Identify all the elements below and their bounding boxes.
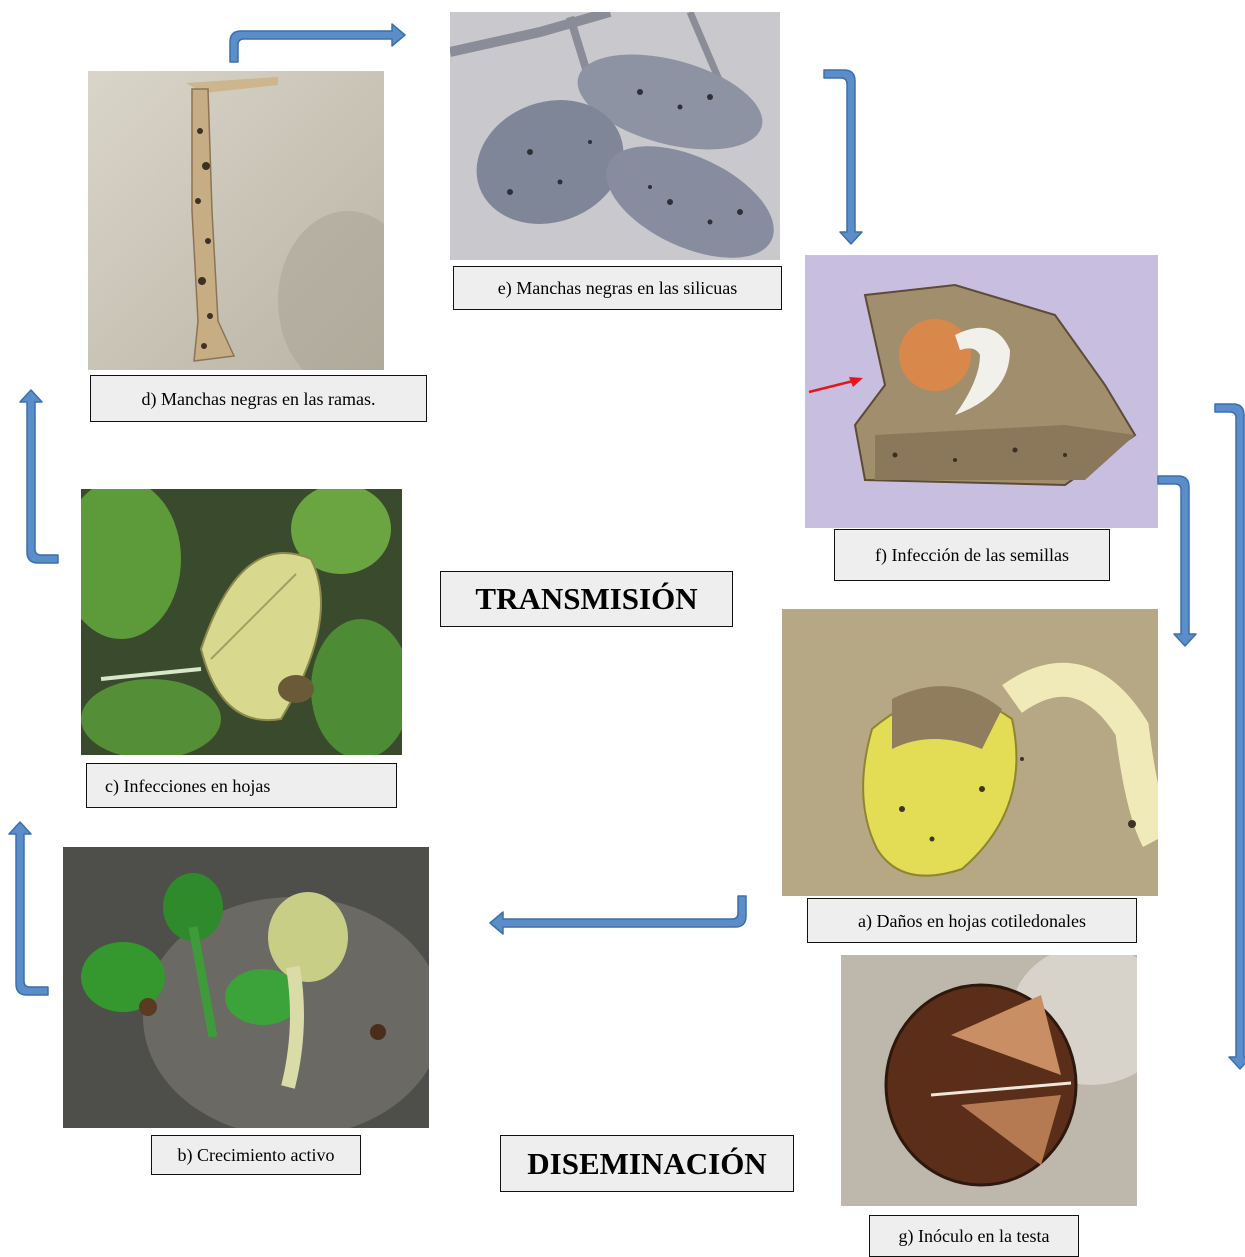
stage-label-diseminacion: DISEMINACIÓN	[500, 1135, 794, 1192]
caption-f: f) Infección de las semillas	[834, 529, 1110, 581]
arrow-f-to-a	[1158, 476, 1196, 646]
caption-d: d) Manchas negras en las ramas.	[90, 375, 427, 422]
arrow-c-to-d	[20, 390, 58, 563]
arrow-d-to-e	[230, 24, 405, 62]
arrow-long-to-g	[1215, 404, 1245, 1069]
arrow-e-to-f	[824, 70, 862, 244]
caption-c: c) Infecciones en hojas	[86, 763, 397, 808]
photo-active-growth	[63, 847, 429, 1128]
photo-leaf-infections	[81, 489, 402, 755]
photo-siliques-black-spots	[450, 12, 780, 260]
caption-a: a) Daños en hojas cotiledonales	[807, 898, 1137, 943]
arrow-b-to-c	[9, 822, 48, 995]
caption-g: g) Inóculo en la testa	[869, 1215, 1079, 1257]
caption-b: b) Crecimiento activo	[151, 1135, 361, 1175]
arrow-a-to-b	[490, 896, 746, 934]
photo-cotyledon-damage	[782, 609, 1158, 896]
photo-seed-infection	[805, 255, 1158, 528]
photo-seed-coat-inoculum	[841, 955, 1137, 1206]
photo-branch-black-spots	[88, 71, 384, 370]
stage-label-transmision: TRANSMISIÓN	[440, 571, 733, 627]
caption-e: e) Manchas negras en las silicuas	[453, 266, 782, 310]
